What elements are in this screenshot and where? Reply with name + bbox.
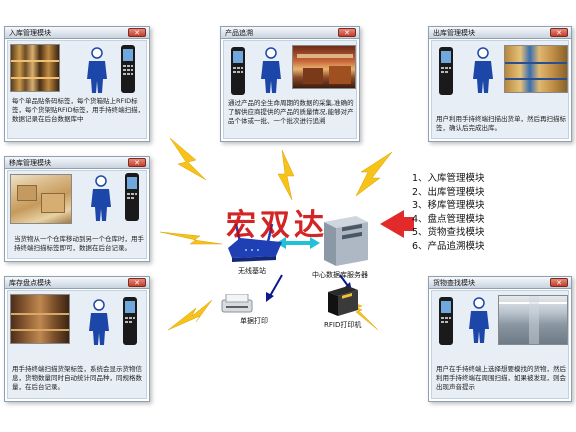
panel-inbound: 入库管理模块 ✕ 每个单品贴条码标签，每个货箱贴上RFID标签，每个货架贴RFI… <box>4 26 150 142</box>
handheld-scanner-icon <box>438 47 454 95</box>
rfid-printer-icon <box>326 284 360 316</box>
list-item: 4、盘点管理模块 <box>412 213 485 225</box>
lightning-icon <box>355 151 393 197</box>
server-label: 中心数据库服务器 <box>312 271 368 279</box>
red-arrow-icon <box>380 210 414 238</box>
handheld-scanner-icon <box>120 45 136 93</box>
panel-body: 用户利用手持终端扫描出货单，然后再扫描标签，确认后完成出库。 <box>431 40 569 139</box>
panel-body: 用手持终端扫描货架标签，系统会显示货物信息，货物数量同时自动统计同品种，同规格数… <box>7 290 147 399</box>
panel-transfer: 移库管理模块 ✕ 当货物从一个仓库移动到另一个仓库时，用手持终端扫描标签即可，数… <box>4 156 150 262</box>
panel-titlebar: 移库管理模块 ✕ <box>5 157 149 169</box>
close-button[interactable]: ✕ <box>128 158 146 167</box>
list-item: 2、出库管理模块 <box>412 186 485 198</box>
module-list: 1、入库管理模块 2、出库管理模块 3、移库管理模块 4、盘点管理模块 5、货物… <box>412 172 485 254</box>
boxes-photo <box>10 174 72 224</box>
panel-caption: 用手持终端扫描货架标签，系统会显示货物信息，货物数量同时自动统计同品种，同规格数… <box>12 365 142 391</box>
panel-title: 入库管理模块 <box>9 29 51 37</box>
panel-caption: 每个单品贴条码标签，每个货箱贴上RFID标签，每个货架贴RFID标签，用手持终端… <box>12 97 145 123</box>
lightning-icon <box>167 299 213 331</box>
worker-icon <box>88 299 110 347</box>
panel-caption: 用户在手持终端上选择想要模找的货物，然后利用手持终端在周围扫描，如果被发现，则会… <box>436 365 566 391</box>
panel-body: 每个单品贴条码标签，每个货箱贴上RFID标签，每个货架贴RFID标签，用手持终端… <box>7 40 147 139</box>
panel-trace: 产品追溯 ✕ 通过产品的全生命周期的数据的采集,准确的了解供应商提供的产品的质量… <box>220 26 360 142</box>
stock-photo <box>10 294 70 344</box>
list-item: 3、移库管理模块 <box>412 200 485 212</box>
panel-title: 移库管理模块 <box>9 159 51 167</box>
panel-caption: 当货物从一个仓库移动到另一个仓库时，用手持终端扫描标签即可，数据在后台记录。 <box>14 235 144 252</box>
panel-titlebar: 产品追溯 ✕ <box>221 27 359 39</box>
panel-body: 通过产品的全生命周期的数据的采集,准确的了解供应商提供的产品的质量情况,能够对产… <box>223 40 357 139</box>
worker-icon <box>86 47 108 95</box>
handheld-scanner-icon <box>230 47 246 95</box>
lightning-icon <box>277 149 295 201</box>
panel-body: 用户在手持终端上选择想要模找的货物，然后利用手持终端在周围扫描，如果被发现，则会… <box>431 290 569 399</box>
handheld-scanner-icon <box>438 297 454 345</box>
worker-icon <box>260 47 282 95</box>
panel-titlebar: 入库管理模块 ✕ <box>5 27 149 39</box>
handheld-scanner-icon <box>122 297 138 345</box>
receipt-printer-icon <box>220 293 254 316</box>
panel-outbound: 出库管理模块 ✕ 用户利用手持终端扫描出货单，然后再扫描标签，确认后完成出库。 <box>428 26 572 142</box>
watermark-text: 宏双达 <box>226 208 328 243</box>
panel-caption: 用户利用手持终端扫描出货单，然后再扫描标签，确认后完成出库。 <box>436 115 566 132</box>
worker-icon <box>472 47 494 95</box>
database-server-icon <box>316 214 370 268</box>
lightning-icon <box>159 231 223 245</box>
retail-store-photo <box>292 45 356 89</box>
empty-warehouse-photo <box>498 295 568 345</box>
router-label: 无线基站 <box>238 267 266 275</box>
panel-title: 库存盘点模块 <box>9 279 51 287</box>
panel-title: 产品追溯 <box>225 29 253 37</box>
close-button[interactable]: ✕ <box>550 278 568 287</box>
warehouse-shelves-photo <box>10 44 60 92</box>
list-item: 1、入库管理模块 <box>412 173 485 184</box>
panel-search: 货物查找模块 ✕ 用户在手持终端上选择想要模找的货物，然后利用手持终端在周围扫描… <box>428 276 572 402</box>
panel-title: 出库管理模块 <box>433 29 475 37</box>
warehouse-racks-photo <box>504 45 568 93</box>
panel-body: 当货物从一个仓库移动到另一个仓库时，用手持终端扫描标签即可，数据在后台记录。 <box>7 170 147 259</box>
rfid-printer-label: RFID打印机 <box>324 321 362 329</box>
panel-titlebar: 库存盘点模块 ✕ <box>5 277 149 289</box>
list-item: 6、产品追溯模块 <box>412 240 485 252</box>
ticket-printer-label: 单据打印 <box>240 317 268 325</box>
panel-inventory: 库存盘点模块 ✕ 用手持终端扫描货架标签，系统会显示货物信息，货物数量同时自动统… <box>4 276 150 402</box>
panel-titlebar: 货物查找模块 ✕ <box>429 277 571 289</box>
panel-title: 货物查找模块 <box>433 279 475 287</box>
lightning-icon <box>169 137 207 181</box>
list-item: 5、货物查找模块 <box>412 227 485 239</box>
panel-caption: 通过产品的全生命周期的数据的采集,准确的了解供应商提供的产品的质量情况,能够对产… <box>228 99 354 125</box>
close-button[interactable]: ✕ <box>128 28 146 37</box>
handheld-scanner-icon <box>124 173 140 221</box>
worker-icon <box>90 175 112 223</box>
worker-icon <box>468 297 490 345</box>
panel-titlebar: 出库管理模块 ✕ <box>429 27 571 39</box>
close-button[interactable]: ✕ <box>128 278 146 287</box>
wireless-router-icon <box>226 222 284 262</box>
close-button[interactable]: ✕ <box>338 28 356 37</box>
close-button[interactable]: ✕ <box>550 28 568 37</box>
